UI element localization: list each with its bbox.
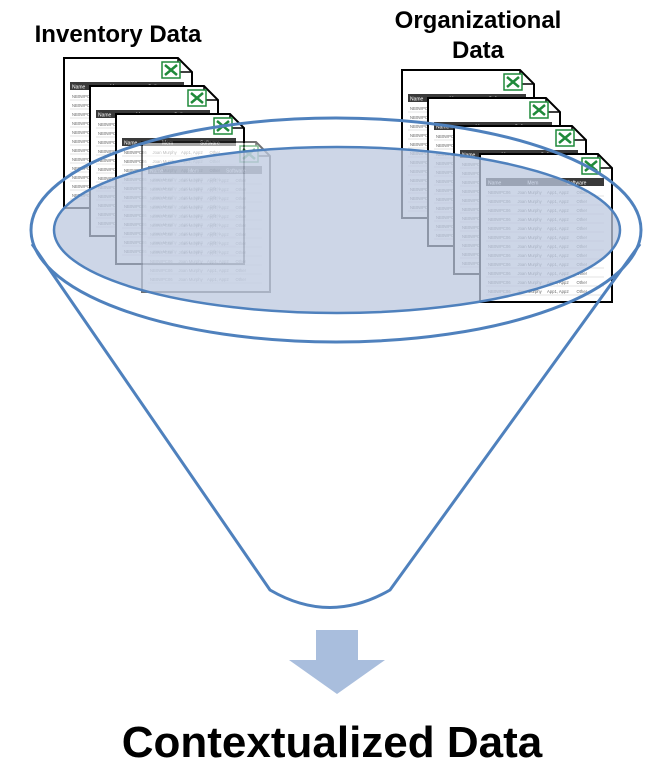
excel-icon [187, 89, 207, 107]
excel-icon [161, 61, 181, 79]
sheet-cell: NB0WPC06 [72, 130, 95, 135]
organizational-data-title-line2: Data [452, 37, 505, 64]
sheet-cell: NB0WPC06 [436, 143, 459, 148]
sheet-cell: NB0WPC06 [124, 159, 147, 164]
sheet-cell: NB0WPC06 [410, 133, 433, 138]
excel-icon [529, 101, 549, 119]
sheet-cell: NB0WPC06 [410, 124, 433, 129]
down-arrow-icon [289, 630, 385, 694]
sheet-cell: NB0WPC06 [410, 106, 433, 111]
sheet-cell: App1, App2 [547, 289, 569, 294]
sheet-cell: NB0WPC06 [410, 142, 433, 147]
sheet-header-cell: Name [72, 85, 86, 91]
sheet-header-cell: Software [567, 181, 587, 187]
sheet-cell: NB0WPC06 [98, 140, 121, 145]
sheet-header-cell: Name [124, 141, 138, 147]
sheet-header-cell: Name [436, 125, 450, 131]
excel-icon [503, 73, 523, 91]
sheet-cell: Other [577, 271, 588, 276]
excel-icon [555, 129, 575, 147]
sheet-cell: NB0WPC06 [72, 94, 95, 99]
sheet-cell: NB0WPC06 [72, 175, 95, 180]
sheet-cell: NB0WPC06 [72, 121, 95, 126]
funnel-body [30, 243, 642, 609]
sheet-cell: NB0WPC06 [98, 167, 121, 172]
sheet-cell: Other [577, 280, 588, 285]
funnel-rim [29, 116, 643, 344]
sheet-cell: NB0WPC06 [72, 139, 95, 144]
sheet-cell: NB0WPC06 [72, 157, 95, 162]
sheet-cell: NB0WPC06 [436, 134, 459, 139]
sheet-cell: NB0WPC06 [98, 176, 121, 181]
sheet-cell: NB0WPC06 [98, 149, 121, 154]
sheet-cell: NB0WPC06 [72, 148, 95, 153]
sheet-header-cell: Name [410, 97, 424, 103]
inventory-data-title: Inventory Data [35, 21, 202, 48]
sheet-cell: NB0WPC06 [124, 150, 147, 155]
organizational-data-title-line1: Organizational [395, 7, 562, 34]
sheet-cell: NB0WPC06 [98, 122, 121, 127]
funnel-inner-ellipse [52, 145, 622, 315]
contextualized-data-label: Contextualized Data [122, 718, 543, 767]
sheet-header-cell: Name [98, 113, 112, 119]
sheet-cell: NB0WPC06 [72, 184, 95, 189]
sheet-cell: NB0WPC06 [410, 115, 433, 120]
sheet-cell: NB0WPC06 [98, 158, 121, 163]
sheet-cell: Other [577, 289, 588, 294]
sheet-cell: NB0WPC06 [72, 103, 95, 108]
sheet-cell: NB0WPC06 [98, 131, 121, 136]
sheet-cell: NB0WPC06 [72, 112, 95, 117]
